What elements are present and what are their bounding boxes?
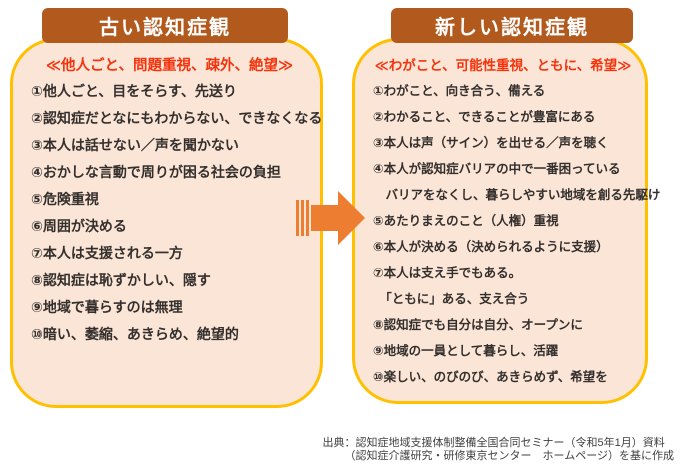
list-item: ⑤危険重視 [31,191,99,207]
list-item: ⑤あたりまえのこと（人権）重視 [373,214,559,228]
list-item: ③本人は声（サイン）を出せる／声を聴く [373,136,609,150]
list-item: ⑩楽しい、のびのび、あきらめず、希望を [373,370,608,384]
list-item: ①わがこと、向き合う、備える [373,84,546,98]
list-item: バリアをなくし、暮らしやすい地域を創る先駆け [373,188,661,202]
list-item: ⑨地域で暮らすのは無理 [31,299,183,315]
list-item: ⑦本人は支援される一方 [31,245,183,261]
old-view-item-list: ①他人ごと、目をそらす、先送り ②認知症だとなにもわからない、できなくなる ③本人は… [31,78,323,348]
list-item: ④おかしな言動で周りが困る社会の負担 [31,164,281,180]
transition-arrow-icon [296,189,366,247]
list-item: ⑨地域の一員として暮らし、活躍 [373,344,559,358]
new-view-subtitle: ≪わがこと、可能性重視、ともに、希望≫ [374,58,632,73]
new-view-panel: ≪わがこと、可能性重視、ともに、希望≫ ①わがこと、向き合う、備える ②わかること… [352,38,661,404]
new-view-title: 新しい認知症観 [391,8,633,43]
list-item: ⑥本人が決める（決められるように支援） [373,240,609,254]
list-item: ④本人が認知症バリアの中で一番困っている [373,162,621,176]
list-item: ②わかること、できることが豊富にある [373,110,596,124]
source-line-2: （認知症介護研究・研修東京センター ホームページ）を基に作成 [344,450,674,462]
list-item: ②認知症だとなにもわからない、できなくなる [31,110,323,126]
source-attribution: 出典：認知症地域支援体制整備全国合同セミナー（令和5年1月）資料 （認知症介護研… [323,437,674,463]
old-view-title: 古い認知症観 [42,8,288,43]
list-item: ⑥周囲が決める [31,218,127,234]
list-item: ⑧認知症は恥ずかしい、隠す [31,272,211,288]
list-item: ①他人ごと、目をそらす、先送り [31,83,237,99]
old-view-panel: ≪他人ごと、問題重視、疎外、絶望≫ ①他人ごと、目をそらす、先送り ②認知症だとな… [10,38,323,408]
list-item: 「ともに」ある、支え合う [373,292,530,306]
source-line-1: 出典：認知症地域支援体制整備全国合同セミナー（令和5年1月）資料 [322,437,665,449]
list-item: ⑦本人は支え手でもある。 [373,266,522,280]
list-item: ⑩暗い、萎縮、あきらめ、絶望的 [31,326,239,342]
old-view-subtitle: ≪他人ごと、問題重視、疎外、絶望≫ [45,58,294,74]
list-item: ⑧認知症でも自分は自分、オープンに [373,318,583,332]
new-view-item-list: ①わがこと、向き合う、備える ②わかること、できることが豊富にある ③本人は声（サイ… [373,78,661,390]
list-item: ③本人は話せない／声を聞かない [31,137,239,153]
